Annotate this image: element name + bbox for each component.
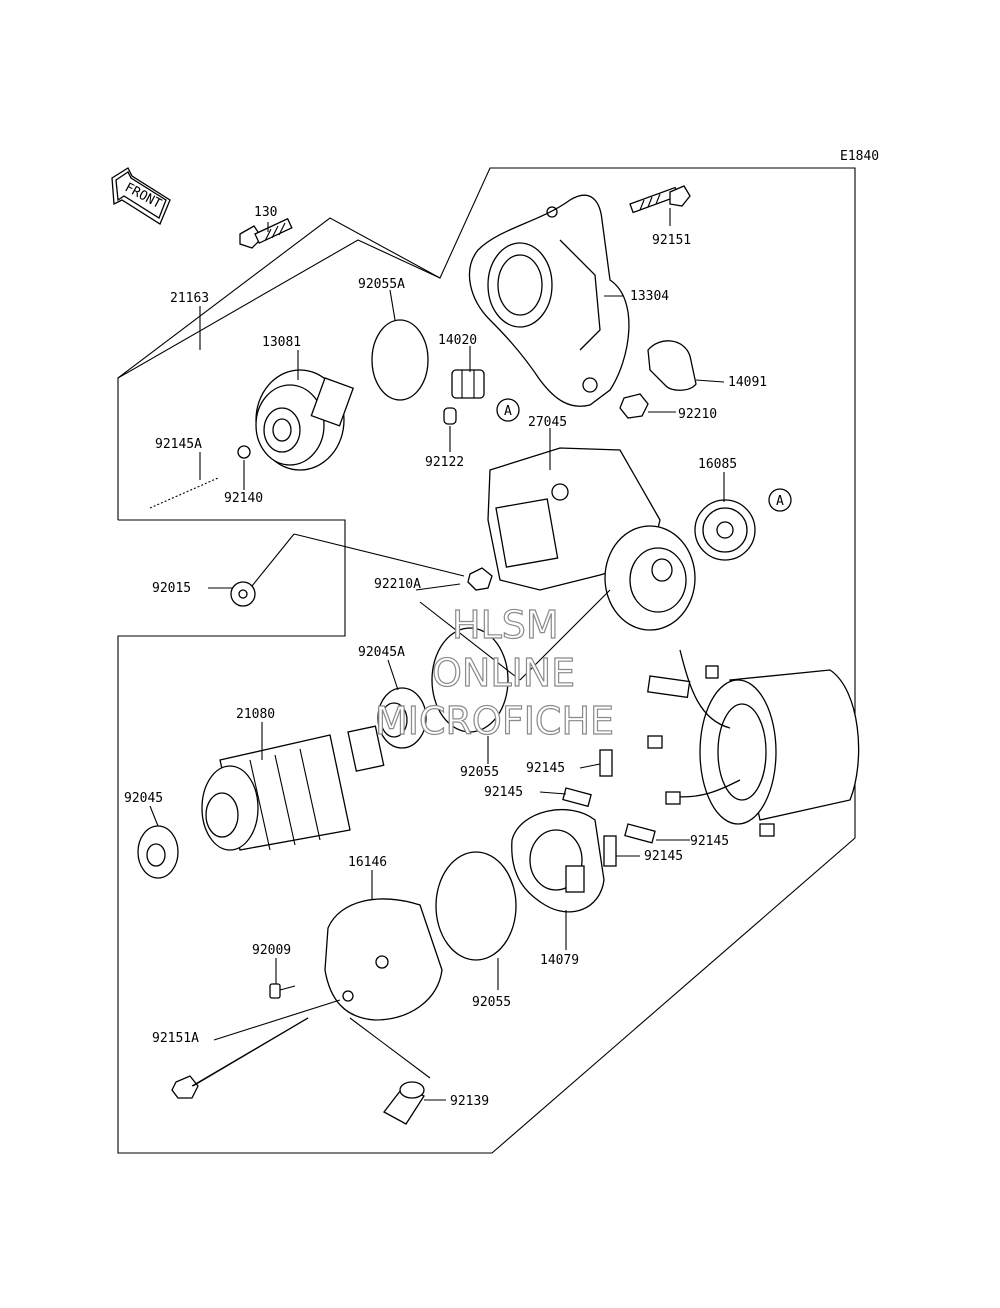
washer-92015: [230, 581, 256, 607]
part-label-14079: 14079: [540, 953, 579, 968]
gear-16085: [694, 499, 756, 561]
part-label-14020: 14020: [438, 333, 477, 348]
nut-92210A: [467, 567, 493, 591]
part-label-92055-a: 92055: [460, 765, 499, 780]
bolt-92151A: [171, 1017, 309, 1099]
part-label-92151A: 92151A: [152, 1031, 199, 1046]
yoke-assembly: [647, 649, 860, 837]
svg-text:HLSM: HLSM: [452, 603, 559, 647]
part-label-92145-b: 92145: [484, 785, 523, 800]
spring-92145A: [149, 477, 219, 509]
plug-92139: [383, 1081, 425, 1125]
part-label-92045A: 92045A: [358, 645, 405, 660]
part-label-92055-b: 92055: [472, 995, 511, 1010]
rear-cover-16146: [324, 898, 443, 1021]
bolt-130: [239, 217, 293, 249]
part-label-92139: 92139: [450, 1094, 489, 1109]
part-label-92009: 92009: [252, 943, 291, 958]
part-label-92140: 92140: [224, 491, 263, 506]
svg-text:MICROFICHE: MICROFICHE: [375, 699, 614, 743]
part-label-92145-a: 92145: [526, 761, 565, 776]
part-label-92145-c: 92145: [690, 834, 729, 849]
part-label-21163: 21163: [170, 291, 209, 306]
part-label-92122: 92122: [425, 455, 464, 470]
armature-21080: [201, 725, 385, 851]
bearing-92045: [137, 825, 179, 879]
leader-lines: [149, 208, 725, 1101]
part-label-92151: 92151: [652, 233, 691, 248]
spring-92145-b: [562, 787, 592, 808]
part-14020: [451, 369, 485, 399]
ref-marker-a-1: A: [496, 398, 520, 422]
bearing-92045A: [377, 687, 427, 749]
diagram-code-label: E1840: [840, 149, 879, 164]
svg-text:A: A: [776, 494, 784, 509]
spring-92145-a: [599, 749, 613, 777]
part-label-92045: 92045: [124, 791, 163, 806]
gear-13081: [255, 369, 355, 471]
part-label-92055A: 92055A: [358, 277, 405, 292]
svg-text:A: A: [504, 404, 512, 419]
front-arrow-icon: FRONT: [111, 167, 171, 225]
screw-92009: [269, 983, 296, 999]
subassembly-border: [117, 217, 441, 379]
part-label-92145A: 92145A: [155, 437, 202, 452]
housing-13304: [468, 194, 630, 407]
part-label-92015: 92015: [152, 581, 191, 596]
part-label-13081: 13081: [262, 335, 301, 350]
part-label-16085: 16085: [698, 457, 737, 472]
o-ring-92055-lower: [435, 851, 517, 961]
bolt-92151: [629, 185, 691, 214]
boot-14091: [647, 340, 697, 391]
spring-92145-c: [624, 823, 656, 844]
part-label-92145-d: 92145: [644, 849, 683, 864]
ball-92140: [237, 445, 251, 459]
brush-holder-14079: [511, 808, 605, 913]
o-ring-92055-upper: [431, 627, 509, 733]
part-label-130: 130: [254, 205, 277, 220]
o-ring-92055A: [371, 319, 429, 401]
part-label-16146: 16146: [348, 855, 387, 870]
part-label-14091: 14091: [728, 375, 767, 390]
part-label-92210: 92210: [678, 407, 717, 422]
watermark: HLSM ONLINE MICROFICHE: [374, 602, 614, 743]
spring-92145-d: [603, 835, 617, 867]
ref-marker-a-2: A: [768, 488, 792, 512]
nut-92210: [619, 393, 649, 419]
part-label-27045: 27045: [528, 415, 567, 430]
part-label-92210A: 92210A: [374, 577, 421, 592]
svg-text:ONLINE: ONLINE: [432, 651, 575, 695]
end-housing: [604, 525, 696, 631]
pin-92122: [443, 407, 457, 425]
part-label-13304: 13304: [630, 289, 669, 304]
assembly-border: [117, 167, 856, 1154]
part-label-21080: 21080: [236, 707, 275, 722]
